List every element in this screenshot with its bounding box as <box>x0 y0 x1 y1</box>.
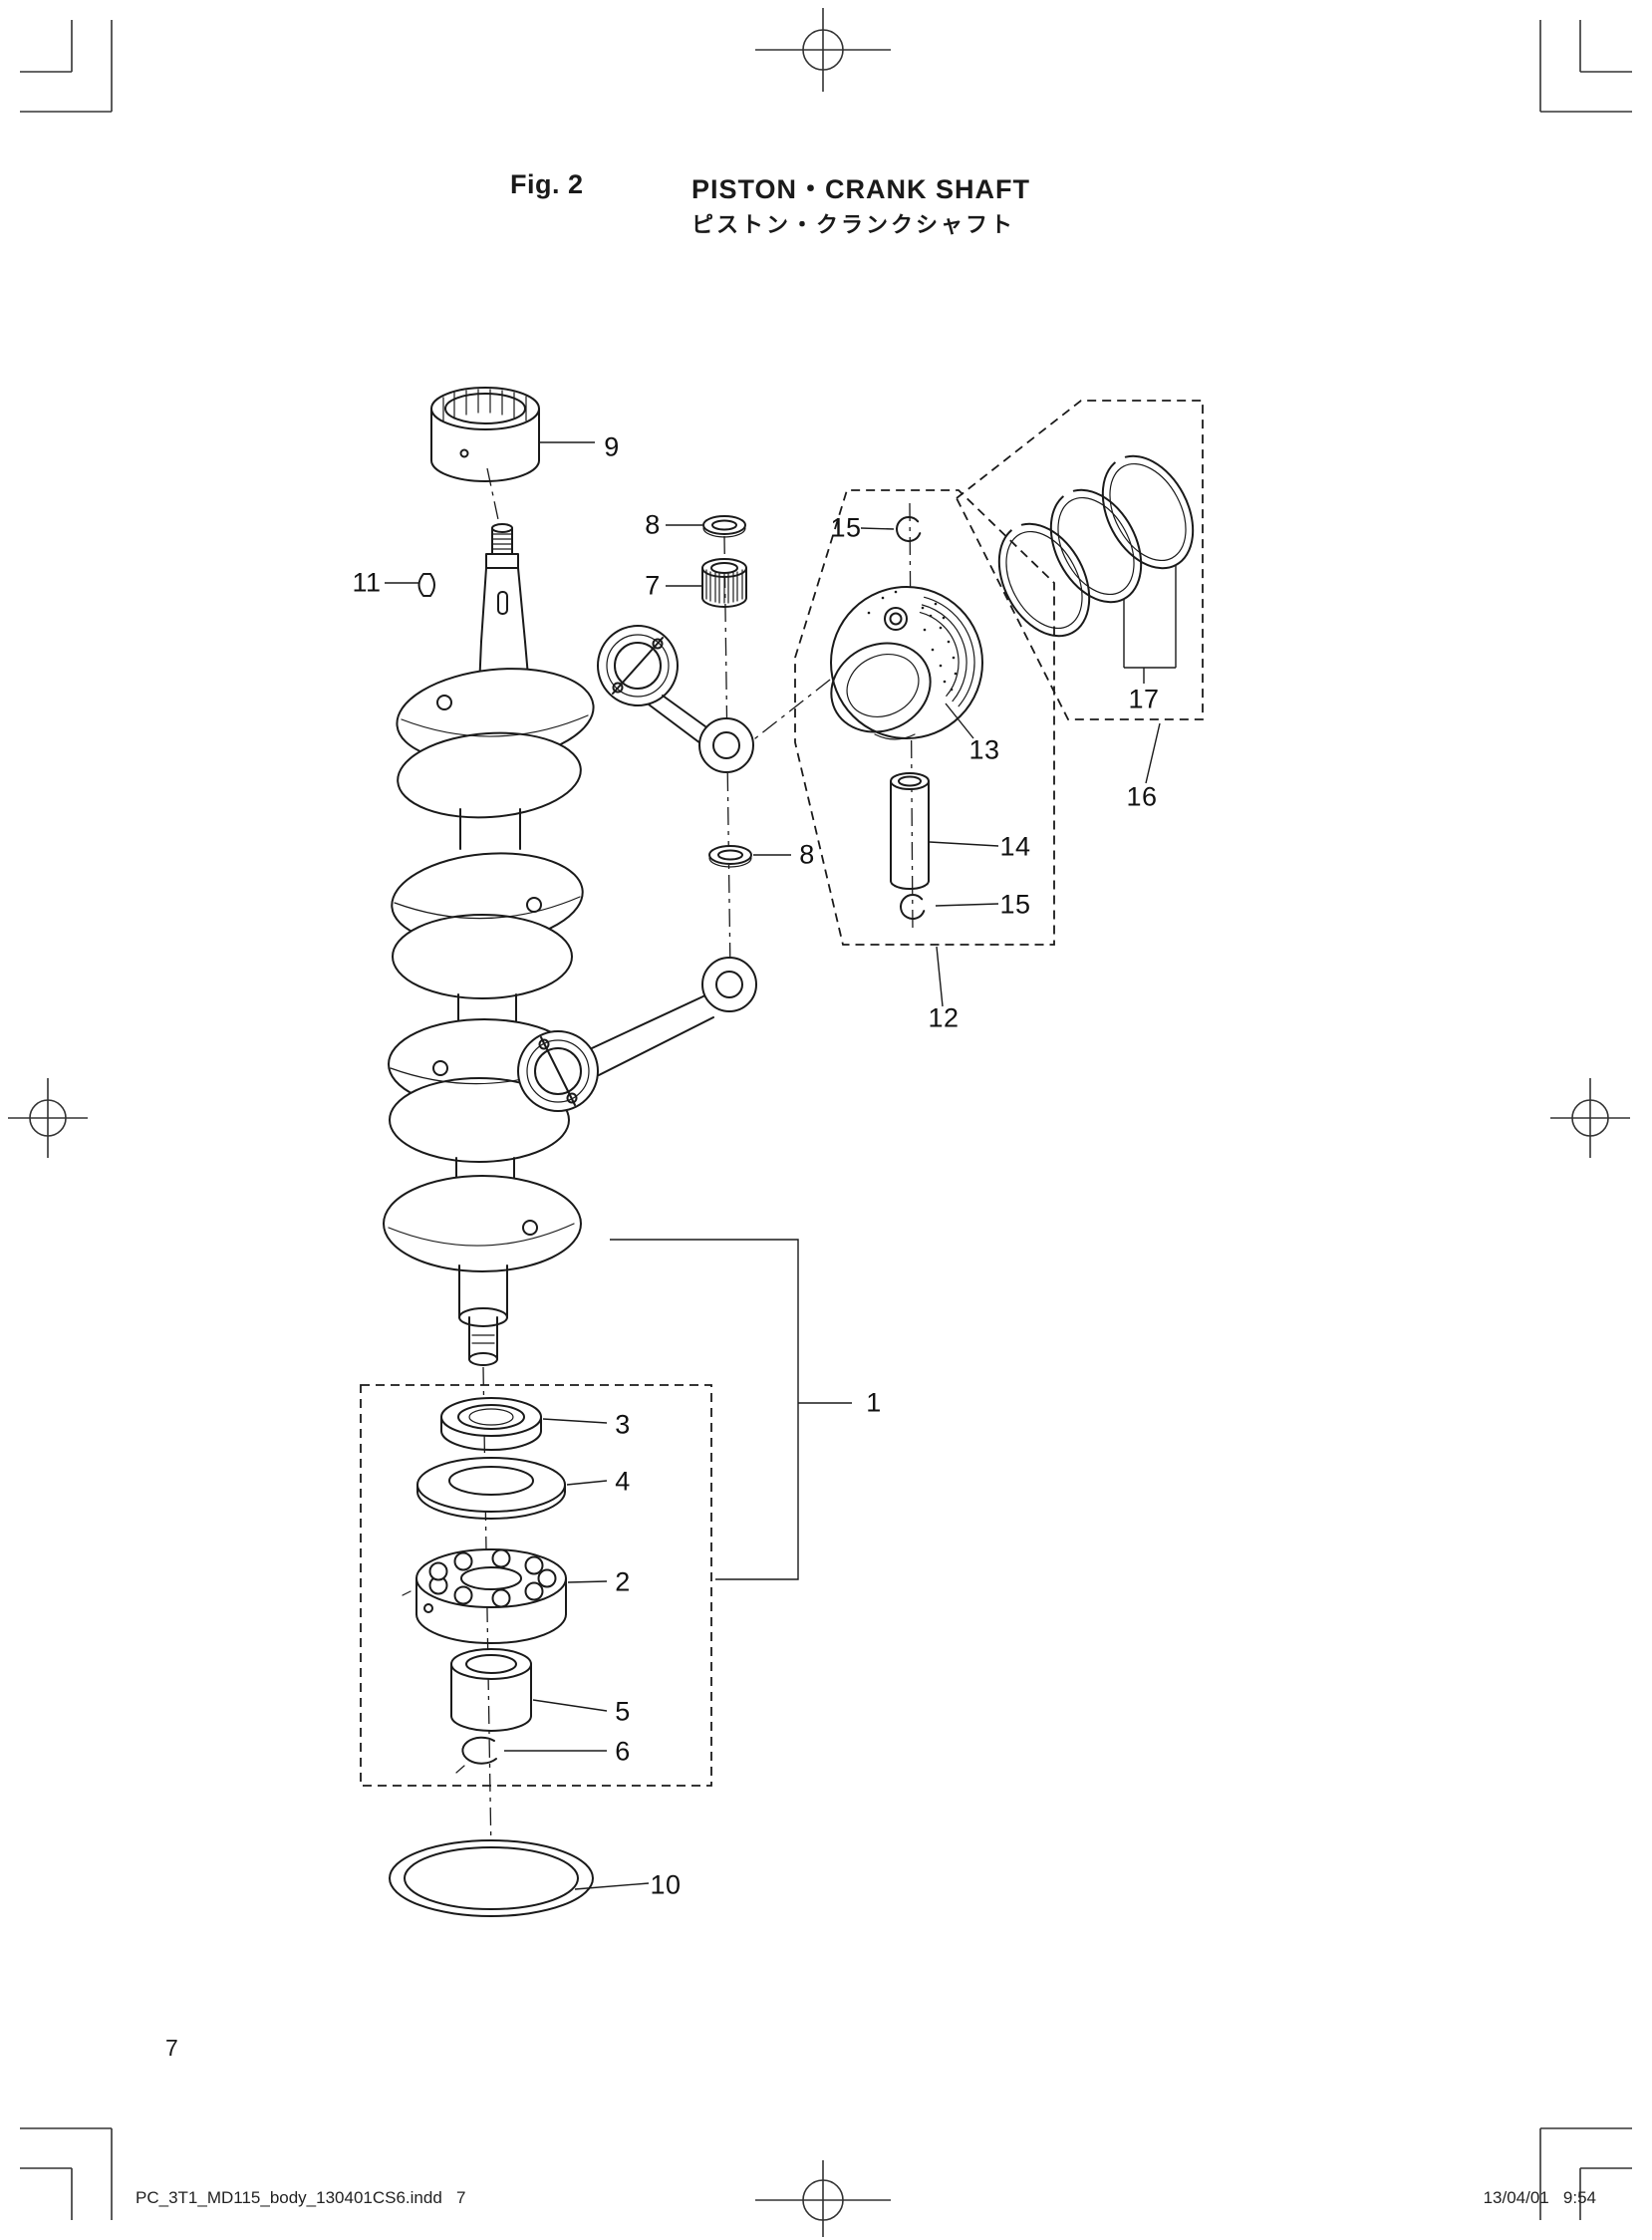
part-8-washer-upper <box>702 515 746 538</box>
part-7-needle-bearing <box>701 558 747 608</box>
part-15-clip-bottom <box>900 894 926 921</box>
callout-9: 9 <box>604 431 620 462</box>
footer-file-name: PC_3T1_MD115_body_130401CS6.indd 7 <box>136 2188 466 2207</box>
callout-12: 12 <box>928 1002 960 1033</box>
assembly-boxes <box>360 400 1204 1787</box>
footer-timestamp: 13/04/01 9:54 <box>1483 2188 1596 2207</box>
ring-2 <box>1049 487 1143 604</box>
figure-title-ja: ピストン・クランクシャフト <box>691 212 1016 237</box>
callout-4: 4 <box>615 1466 631 1497</box>
figure-label: Fig. 2 <box>510 169 584 199</box>
callout-14: 14 <box>999 831 1031 862</box>
registration-mark-bottom <box>755 2160 891 2237</box>
corner-mark-top-left <box>20 20 113 113</box>
corner-mark-top-right <box>1539 20 1632 113</box>
callout-2: 2 <box>615 1566 631 1597</box>
ring-3 <box>1101 453 1195 570</box>
piston-stipple <box>867 590 958 692</box>
registration-mark-top <box>755 8 891 92</box>
callout-13: 13 <box>968 734 1000 765</box>
corner-mark-bottom-right <box>1539 2127 1632 2220</box>
callout-8-middle: 8 <box>799 839 815 870</box>
part-14-piston-pin <box>890 772 930 890</box>
part-11-key <box>417 573 435 597</box>
callout-10: 10 <box>650 1869 682 1900</box>
connecting-rod-lower <box>517 957 757 1112</box>
part-4-thrust-washer <box>416 1457 566 1520</box>
piston-rings <box>997 453 1195 638</box>
registration-marks <box>8 8 1632 2237</box>
part-3-collar <box>440 1397 542 1451</box>
bearing-kit-box <box>360 1384 712 1787</box>
callout-8-top: 8 <box>645 509 661 540</box>
callout-3: 3 <box>615 1409 631 1440</box>
ring-1 <box>997 521 1091 638</box>
registration-mark-right <box>1550 1078 1630 1158</box>
callout-15-bottom: 15 <box>999 889 1031 920</box>
callout-1: 1 <box>866 1387 882 1418</box>
callout-15-top: 15 <box>830 512 862 543</box>
crankshaft <box>383 523 595 1366</box>
part-10-seal-ring <box>389 1839 594 1917</box>
callout-17: 17 <box>1128 684 1160 714</box>
part-6-clip <box>455 1736 497 1774</box>
part-15-clip-top <box>896 516 922 543</box>
page-number: 7 <box>165 2035 178 2061</box>
ring-set-box <box>955 400 1204 720</box>
callout-11: 11 <box>352 567 382 598</box>
leader-lines <box>385 441 1177 1890</box>
figure-title-en: PISTON・CRANK SHAFT <box>691 174 1031 204</box>
part-5-spacer <box>450 1648 532 1732</box>
part-2-ball-bearing <box>402 1548 567 1644</box>
callout-7: 7 <box>645 570 661 601</box>
callout-6: 6 <box>615 1736 631 1767</box>
corner-mark-bottom-left <box>20 2127 113 2220</box>
connecting-rod-upper <box>597 625 754 773</box>
callout-16: 16 <box>1126 781 1158 812</box>
part-9-needle-bearing <box>430 387 540 482</box>
part-13-piston <box>830 586 983 740</box>
part-8-washer-middle <box>708 845 752 868</box>
registration-mark-left <box>8 1078 88 1158</box>
callout-5: 5 <box>615 1696 631 1727</box>
piston-assembly-box <box>794 489 1055 946</box>
